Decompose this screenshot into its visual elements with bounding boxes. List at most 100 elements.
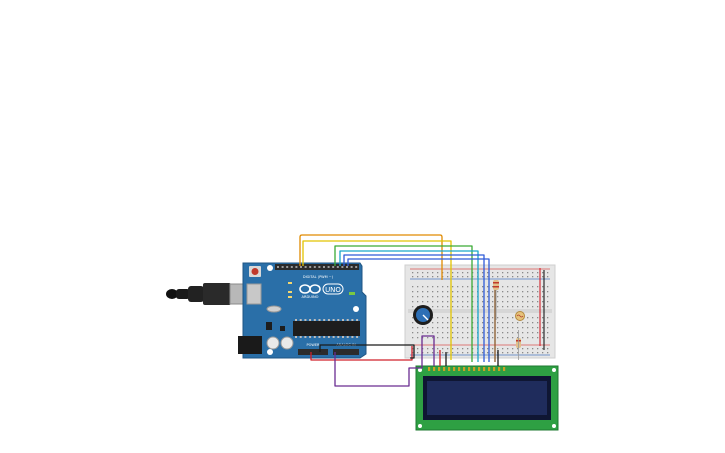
breadboard-hole	[462, 286, 464, 288]
arduino-uno-board[interactable]: DIGITAL (PWM ~) ARDUINO UNO POWER ANALOG…	[238, 262, 367, 359]
wire-cyan-d4[interactable]	[339, 250, 479, 362]
breadboard-hole	[542, 286, 544, 288]
breadboard-hole	[537, 276, 539, 278]
breadboard-hole	[432, 337, 434, 339]
breadboard-hole	[502, 348, 504, 350]
lcd-pin	[478, 367, 481, 371]
breadboard-hole	[417, 276, 419, 278]
breadboard-hole	[422, 332, 424, 334]
breadboard-hole	[452, 276, 454, 278]
breadboard-hole	[442, 332, 444, 334]
digital-header	[275, 264, 359, 270]
header-pin	[290, 266, 293, 268]
breadboard-hole	[532, 306, 534, 308]
lcd-pin	[458, 367, 461, 371]
atmega-chip	[293, 321, 360, 336]
breadboard-hole	[432, 327, 434, 329]
breadboard-hole	[467, 296, 469, 298]
breadboard-hole	[527, 306, 529, 308]
breadboard-hole	[457, 276, 459, 278]
wire-yellow-d11[interactable]	[302, 240, 452, 360]
breadboard-hole	[432, 291, 434, 293]
arduino-logo: ARDUINO	[299, 284, 321, 299]
breadboard-hole	[512, 272, 514, 274]
breadboard-hole	[462, 291, 464, 293]
breadboard-hole	[437, 327, 439, 329]
breadboard-hole	[497, 332, 499, 334]
breadboard-hole	[492, 348, 494, 350]
breadboard-hole	[512, 301, 514, 303]
wire-blue-d3[interactable]	[343, 254, 485, 362]
uno-logo-text: UNO	[325, 286, 341, 294]
breadboard-hole	[442, 352, 444, 354]
breadboard-hole	[437, 332, 439, 334]
resistor-2[interactable]	[516, 330, 521, 360]
breadboard-hole	[482, 276, 484, 278]
wires	[299, 234, 545, 387]
breadboard-hole	[537, 272, 539, 274]
resistor-band	[493, 282, 499, 284]
breadboard-hole	[432, 272, 434, 274]
chip-pin	[313, 319, 316, 321]
breadboard-hole	[487, 352, 489, 354]
chip-pin	[318, 336, 321, 338]
lcd-screen	[427, 381, 547, 415]
breadboard-hole	[547, 291, 549, 293]
usb-cable-end	[166, 289, 178, 299]
wire-red-5v[interactable]	[310, 346, 413, 361]
lcd-pin	[463, 367, 466, 371]
wire-black-gnd[interactable]	[319, 344, 415, 359]
breadboard-hole	[462, 317, 464, 319]
header-pin	[350, 266, 353, 268]
breadboard-hole	[522, 296, 524, 298]
potentiometer[interactable]	[413, 305, 433, 325]
breadboard-hole	[457, 286, 459, 288]
lcd-16x2[interactable]	[415, 365, 559, 431]
resistor[interactable]	[493, 280, 499, 320]
breadboard-hole	[417, 332, 419, 334]
breadboard-hole	[507, 352, 509, 354]
breadboard-hole	[492, 352, 494, 354]
breadboard-hole	[482, 286, 484, 288]
breadboard-hole	[417, 337, 419, 339]
breadboard-hole	[487, 306, 489, 308]
chip-pin	[351, 336, 354, 338]
wire-green-d5[interactable]	[334, 245, 473, 362]
wire-purple-a0[interactable]	[334, 335, 435, 387]
breadboard-hole	[492, 272, 494, 274]
breadboard-hole	[507, 291, 509, 293]
breadboard-hole	[537, 322, 539, 324]
breadboard-hole	[492, 276, 494, 278]
photoresistor[interactable]	[515, 311, 525, 321]
breadboard-hole	[447, 291, 449, 293]
smd-chip	[280, 326, 285, 331]
breadboard-hole	[487, 286, 489, 288]
usb-cable[interactable]	[166, 283, 261, 305]
reset-button[interactable]	[251, 268, 259, 275]
chip-pin	[346, 319, 349, 321]
wire-orange-d12[interactable]	[299, 234, 443, 280]
breadboard-hole	[432, 317, 434, 319]
wire-blue-d2[interactable]	[347, 258, 490, 362]
breadboard-hole	[547, 276, 549, 278]
header-pin	[346, 266, 348, 268]
breadboard-hole	[532, 286, 534, 288]
breadboard-hole	[467, 348, 469, 350]
power-header-label: POWER	[307, 343, 321, 347]
breadboard-hole	[452, 352, 454, 354]
breadboard-hole	[507, 348, 509, 350]
header-pin	[281, 266, 284, 268]
breadboard-hole	[547, 306, 549, 308]
breadboard-hole	[417, 272, 419, 274]
breadboard-hole	[467, 322, 469, 324]
breadboard-hole	[487, 272, 489, 274]
chip-pin	[342, 319, 344, 321]
breadboard-hole	[547, 272, 549, 274]
breadboard-hole	[542, 306, 544, 308]
breadboard-hole	[532, 291, 534, 293]
breadboard-hole	[442, 348, 444, 350]
breadboard-hole	[492, 317, 494, 319]
breadboard-hole	[457, 272, 459, 274]
breadboard-hole	[537, 332, 539, 334]
breadboard-hole	[537, 348, 539, 350]
